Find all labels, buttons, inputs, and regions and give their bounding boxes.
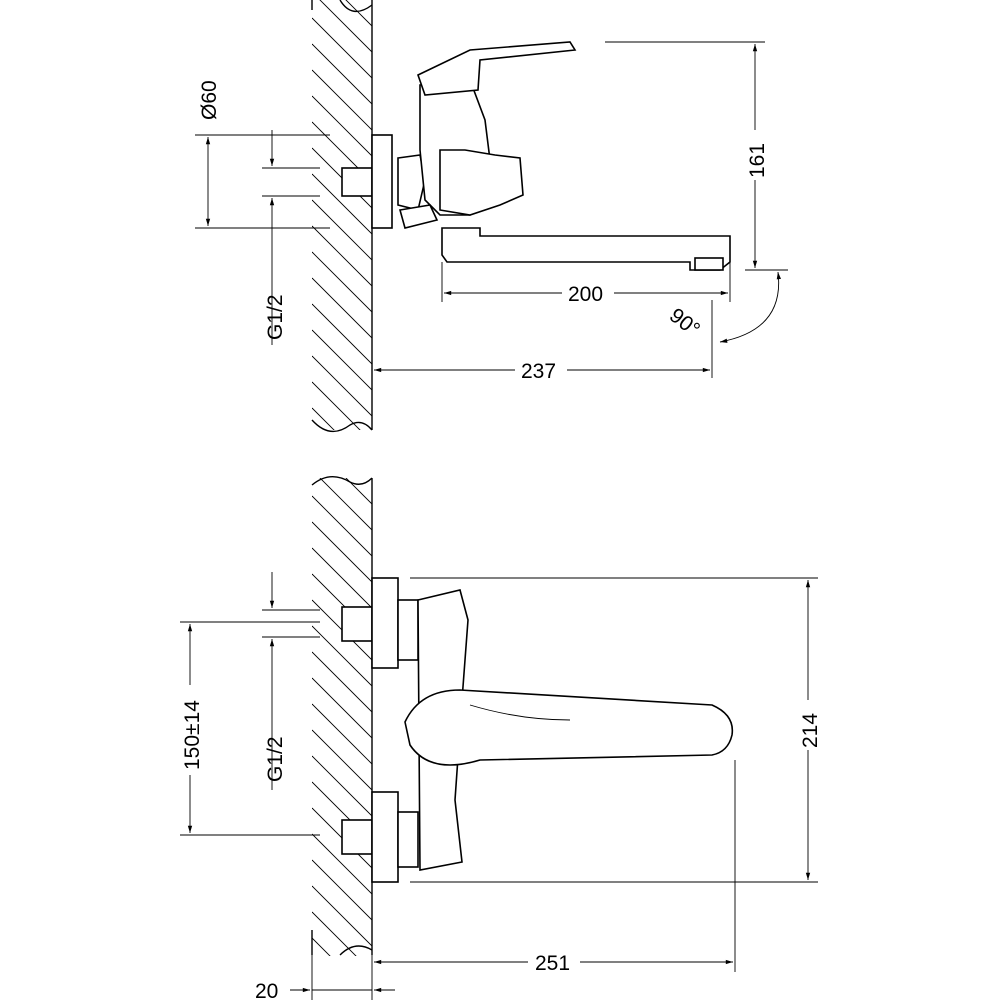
- dimension-thread-side: G1/2: [262, 130, 320, 345]
- spout-reach-label: 200: [568, 283, 603, 306]
- wall-section-bottom: [311, 476, 373, 956]
- hatch-line: [312, 277, 372, 339]
- hatch-line: [312, 17, 372, 79]
- hatch-line: [319, 478, 372, 531]
- dimension-thread-front: G1/2: [262, 572, 320, 790]
- hatch-line: [345, 478, 372, 505]
- hatch-line: [312, 251, 372, 313]
- hatch-line: [312, 937, 331, 956]
- hatch-line: [312, 355, 372, 417]
- hatch-line: [312, 625, 372, 687]
- thread-label-front: G1/2: [264, 736, 287, 782]
- dimension-connection-spacing: 150±14: [175, 621, 320, 836]
- hatch-line: [319, 0, 372, 53]
- dimension-height-side: 161: [605, 41, 788, 271]
- height-label-front: 214: [799, 713, 822, 748]
- faucet-side: [341, 41, 731, 271]
- dimension-width: 251: [374, 760, 736, 975]
- hatch-line: [312, 729, 372, 791]
- hatch-line: [312, 173, 372, 235]
- hatch-line: [312, 199, 372, 261]
- dimension-height-front: 214: [410, 577, 823, 883]
- dimension-total-depth: 237: [374, 357, 710, 383]
- diameter-label: Ø60: [198, 80, 221, 120]
- hatch-line: [312, 407, 335, 430]
- wall-section-top: [311, 0, 373, 433]
- total-depth-label: 237: [521, 360, 556, 383]
- hatch-line: [312, 495, 372, 557]
- hatch-line: [345, 0, 372, 27]
- hatch-line: [312, 833, 372, 895]
- hatch-line: [312, 95, 372, 157]
- angle-label: 90°: [665, 304, 704, 342]
- faucet-front: [341, 577, 734, 883]
- hatch-line: [312, 547, 372, 609]
- height-label-side: 161: [746, 143, 769, 178]
- hatch-line: [312, 703, 372, 765]
- thread-label-side: G1/2: [264, 294, 287, 340]
- dimension-diameter: Ø60: [195, 80, 330, 229]
- width-label: 251: [535, 952, 570, 975]
- hatch-line: [312, 69, 372, 131]
- connection-spacing-label: 150±14: [181, 700, 204, 770]
- hatch-line: [312, 677, 372, 739]
- hatch-line: [312, 225, 372, 287]
- hatch-line: [312, 911, 357, 956]
- hatch-line: [312, 43, 372, 105]
- hatch-line: [312, 329, 372, 391]
- hatch-line: [312, 303, 372, 365]
- dimension-spout-reach: 200: [441, 262, 731, 306]
- hatch-line: [312, 521, 372, 583]
- wall-offset-label: 20: [255, 980, 278, 1000]
- hatch-line: [312, 755, 372, 817]
- hatch-line: [312, 651, 372, 713]
- hatch-line: [312, 381, 361, 430]
- dimension-wall-offset: 20: [255, 930, 395, 1000]
- hatch-line: [312, 859, 372, 921]
- hatch-line: [312, 885, 372, 947]
- dimension-swivel-angle: 90°: [665, 271, 782, 378]
